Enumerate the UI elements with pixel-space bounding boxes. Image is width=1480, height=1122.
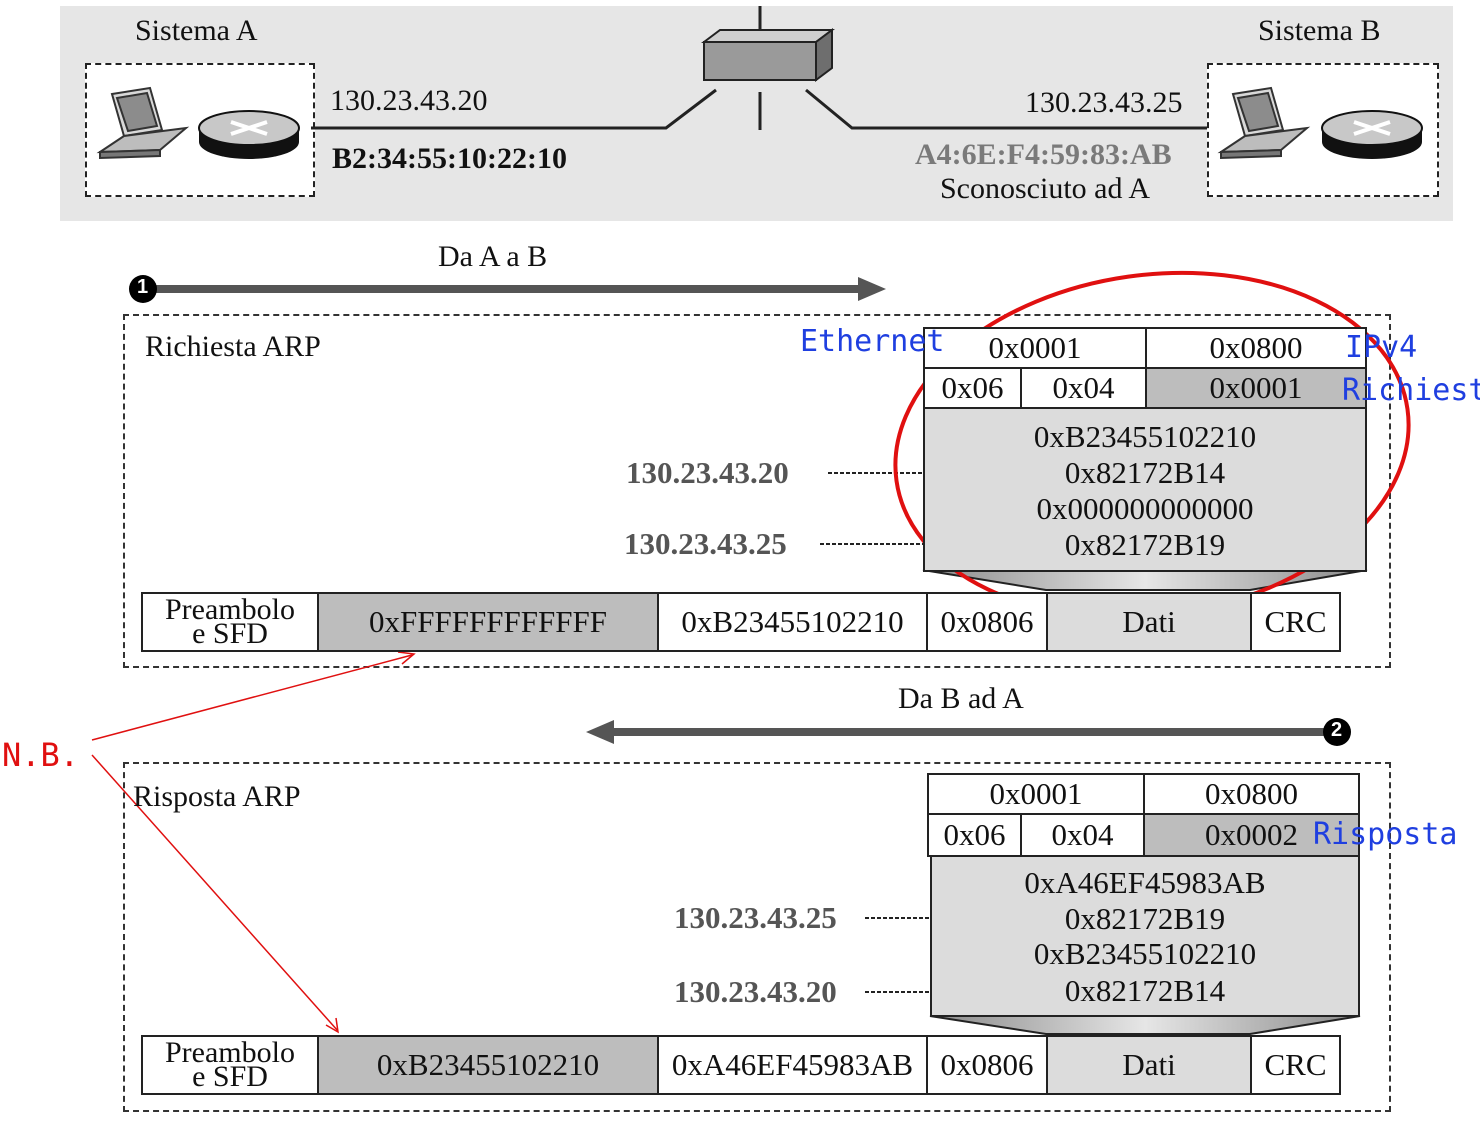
router-icon-b (1321, 110, 1423, 159)
direction-label-b-to-a: Da B ad A (898, 682, 1024, 715)
system-b-mac: A4:6E:F4:59:83:AB (915, 138, 1172, 171)
reply-target-ip-dotted: 130.23.43.20 (674, 974, 837, 1009)
system-a-title: Sistema A (135, 14, 258, 47)
router-icon-a (198, 110, 300, 159)
system-b-title: Sistema B (1258, 14, 1381, 47)
system-a-ip: 130.23.43.20 (330, 84, 488, 117)
annotation-ipv4: IPv4 (1345, 330, 1418, 365)
annotation-risposta: Risposta (1313, 817, 1458, 852)
reply-target-ip: 0x82172B14 (1064, 973, 1226, 1008)
reply-address-block: 0xA46EF45983AB 0x82172B19 0xB23455102210… (930, 855, 1360, 1017)
reply-target-mac: 0xB23455102210 (1033, 936, 1257, 971)
direction-label-a-to-b: Da A a B (438, 240, 548, 273)
request-title: Richiesta ARP (145, 330, 321, 363)
step-badge-1: 1 (137, 276, 149, 298)
reply-frame-crc: CRC (1250, 1035, 1341, 1095)
request-hw-len: 0x06 (923, 367, 1022, 409)
reply-title: Risposta ARP (133, 780, 301, 813)
request-sender-mac: 0xB23455102210 (1033, 419, 1257, 454)
system-a-mac: B2:34:55:10:22:10 (332, 142, 567, 175)
switch-icon (701, 28, 835, 82)
arrow-b-to-a (586, 718, 1351, 746)
request-frame-type: 0x0806 (926, 592, 1048, 652)
reply-sender-ip: 0x82172B19 (1064, 901, 1226, 936)
request-address-block: 0xB23455102210 0x82172B14 0x000000000000… (923, 407, 1367, 572)
request-proto-len: 0x04 (1020, 367, 1147, 409)
request-preamble-line1: Preambolo (165, 593, 295, 626)
arrow-a-to-b (129, 275, 886, 303)
request-target-mac: 0x000000000000 (1036, 491, 1254, 526)
reply-frame-data: Dati (1046, 1035, 1252, 1095)
reply-sender-mac: 0xA46EF45983AB (1024, 865, 1266, 900)
reply-preamble-line1: Preambolo (165, 1036, 295, 1069)
request-sender-ip: 0x82172B14 (1064, 455, 1226, 490)
reply-frame-src: 0xA46EF45983AB (657, 1035, 928, 1095)
reply-frame-type: 0x0806 (926, 1035, 1048, 1095)
reply-frame-dest: 0xB23455102210 (317, 1035, 659, 1095)
laptop-icon-b (1217, 86, 1311, 160)
reply-hw-len: 0x06 (927, 813, 1022, 857)
reply-sender-ip-dotted: 130.23.43.25 (674, 900, 837, 935)
request-frame-preamble: Preambolo e SFD (141, 592, 319, 652)
reply-proto-len: 0x04 (1020, 813, 1145, 857)
request-oper: 0x0001 (1145, 367, 1367, 409)
reply-proto-type: 0x0800 (1143, 773, 1360, 815)
request-target-ip: 0x82172B19 (1064, 527, 1226, 562)
system-b-unknown-note: Sconosciuto ad A (940, 172, 1150, 205)
reply-preamble-line2: e SFD (192, 1060, 268, 1093)
network-link (311, 6, 1207, 130)
request-frame-dest: 0xFFFFFFFFFFFF (317, 592, 659, 652)
annotation-richiesta: Richiesta (1342, 373, 1480, 408)
request-preamble-line2: e SFD (192, 617, 268, 650)
request-target-ip-dotted: 130.23.43.25 (624, 526, 787, 561)
laptop-icon-a (96, 86, 190, 160)
step-badge-2: 2 (1331, 719, 1343, 741)
request-sender-ip-dotted: 130.23.43.20 (626, 455, 789, 490)
request-frame-data: Dati (1046, 592, 1252, 652)
request-frame-src: 0xB23455102210 (657, 592, 928, 652)
request-proto-type: 0x0800 (1145, 327, 1367, 369)
reply-hw-type: 0x0001 (927, 773, 1145, 815)
request-frame-crc: CRC (1250, 592, 1341, 652)
request-funnel (922, 569, 1368, 1035)
request-hw-type: 0x0001 (923, 327, 1147, 369)
annotation-nb: N.B. (2, 736, 80, 774)
annotation-ethernet: Ethernet (800, 324, 945, 359)
system-b-ip: 130.23.43.25 (1025, 86, 1183, 119)
reply-frame-preamble: Preambolo e SFD (141, 1035, 319, 1095)
